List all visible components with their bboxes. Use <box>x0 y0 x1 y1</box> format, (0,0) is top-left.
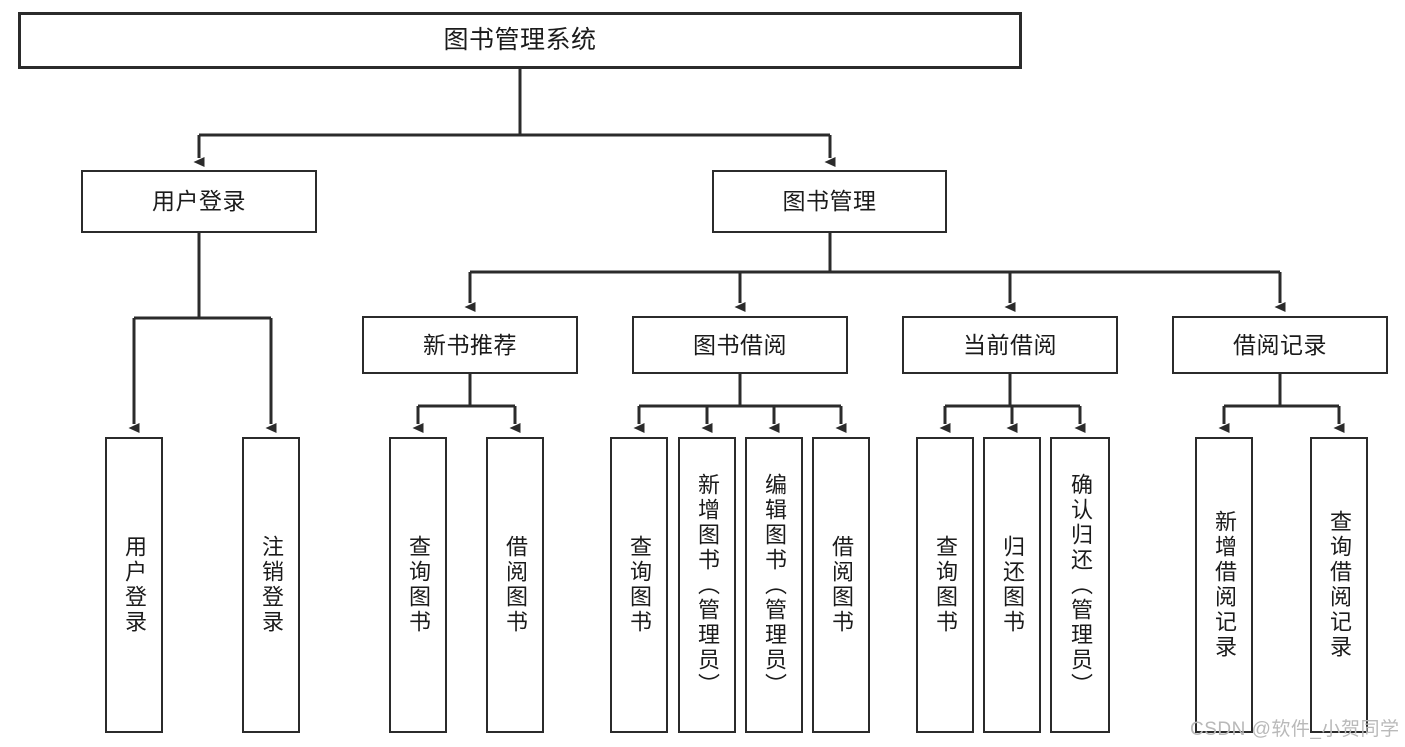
node-leaf-add-record-label: 新增借阅记录 <box>1211 510 1237 660</box>
node-user-login-label: 用户登录 <box>152 188 246 215</box>
node-leaf-user-login-label: 用户登录 <box>121 535 147 635</box>
node-book-management-label: 图书管理 <box>782 188 877 215</box>
node-leaf-logout[interactable]: 注销登录 <box>242 437 300 733</box>
node-leaf-query-book-2[interactable]: 查询图书 <box>610 437 668 733</box>
node-leaf-return-book[interactable]: 归还图书 <box>983 437 1041 733</box>
node-leaf-query-book-1-label: 查询图书 <box>405 535 431 635</box>
node-leaf-borrow-book-2-label: 借阅图书 <box>828 535 854 635</box>
node-root[interactable]: 图书管理系统 <box>18 12 1022 69</box>
node-current-borrow[interactable]: 当前借阅 <box>902 316 1118 374</box>
node-leaf-confirm-return[interactable]: 确认归还（管理员） <box>1050 437 1110 733</box>
node-borrow-record[interactable]: 借阅记录 <box>1172 316 1388 374</box>
node-user-login[interactable]: 用户登录 <box>81 170 317 233</box>
node-leaf-borrow-book-1[interactable]: 借阅图书 <box>486 437 544 733</box>
node-leaf-add-book[interactable]: 新增图书（管理员） <box>678 437 736 733</box>
node-leaf-query-book-2-label: 查询图书 <box>626 535 652 635</box>
node-leaf-edit-book-label: 编辑图书（管理员） <box>761 472 787 698</box>
node-new-book-recommend[interactable]: 新书推荐 <box>362 316 578 374</box>
node-borrow-record-label: 借阅记录 <box>1233 331 1327 358</box>
node-leaf-add-record[interactable]: 新增借阅记录 <box>1195 437 1253 733</box>
node-leaf-borrow-book-2[interactable]: 借阅图书 <box>812 437 870 733</box>
node-new-book-recommend-label: 新书推荐 <box>423 331 517 358</box>
node-leaf-query-book-3[interactable]: 查询图书 <box>916 437 974 733</box>
csdn-watermark: CSDN @软件_小贺同学 <box>1190 719 1400 740</box>
node-leaf-edit-book[interactable]: 编辑图书（管理员） <box>745 437 803 733</box>
node-leaf-query-record[interactable]: 查询借阅记录 <box>1310 437 1368 733</box>
node-book-borrow[interactable]: 图书借阅 <box>632 316 848 374</box>
node-leaf-query-book-3-label: 查询图书 <box>932 535 958 635</box>
node-leaf-return-book-label: 归还图书 <box>999 535 1025 635</box>
node-leaf-confirm-return-label: 确认归还（管理员） <box>1067 472 1093 698</box>
node-root-label: 图书管理系统 <box>443 26 597 55</box>
node-current-borrow-label: 当前借阅 <box>963 331 1057 358</box>
node-leaf-add-book-label: 新增图书（管理员） <box>694 472 720 698</box>
node-leaf-query-record-label: 查询借阅记录 <box>1326 510 1352 660</box>
node-leaf-logout-label: 注销登录 <box>258 535 284 635</box>
node-book-borrow-label: 图书借阅 <box>693 331 787 358</box>
node-leaf-query-book-1[interactable]: 查询图书 <box>389 437 447 733</box>
node-book-management[interactable]: 图书管理 <box>712 170 947 233</box>
node-leaf-borrow-book-1-label: 借阅图书 <box>502 535 528 635</box>
node-leaf-user-login[interactable]: 用户登录 <box>105 437 163 733</box>
